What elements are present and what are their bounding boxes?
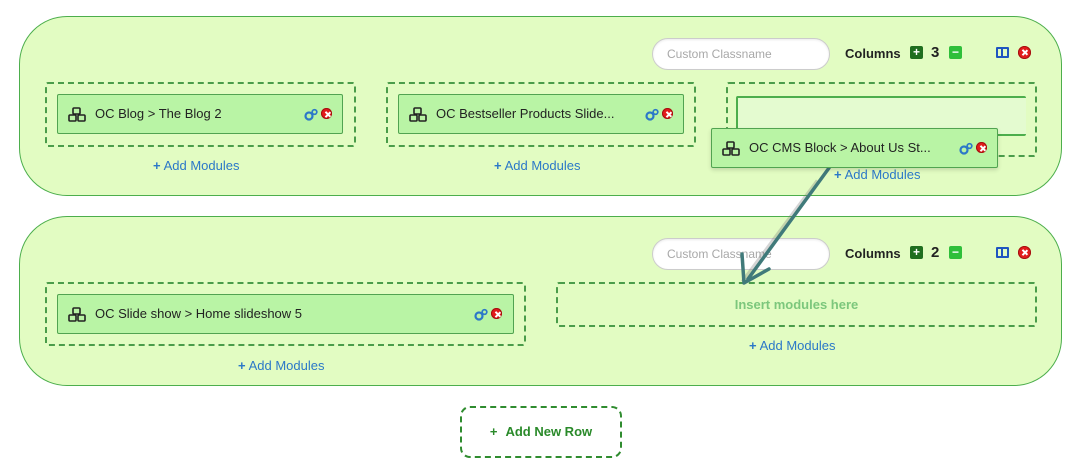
module-cubes-icon — [409, 107, 427, 122]
module-title: OC Slide show > Home slideshow 5 — [95, 306, 303, 321]
columns-label: Columns — [845, 246, 901, 261]
remove-module-icon[interactable] — [321, 108, 332, 119]
remove-module-icon[interactable] — [491, 308, 502, 319]
add-modules-label: Add Modules — [844, 167, 921, 182]
gear-icon[interactable] — [959, 142, 973, 156]
add-modules-label: Add Modules — [759, 338, 836, 353]
add-modules-label: Add Modules — [504, 158, 581, 173]
layout-icon[interactable] — [996, 247, 1009, 258]
insert-modules-label: Insert modules here — [734, 297, 859, 312]
dragging-module-item[interactable]: OC CMS Block > About Us St... — [711, 128, 998, 168]
add-modules-label: Add Modules — [163, 158, 240, 173]
module-item[interactable]: OC Blog > The Blog 2 — [57, 94, 343, 134]
add-new-row-button[interactable]: + Add New Row — [460, 406, 622, 458]
module-cubes-icon — [68, 307, 86, 322]
column-dropzone — [45, 82, 356, 147]
custom-classname-input-row-2[interactable] — [652, 238, 830, 270]
remove-module-icon[interactable] — [662, 108, 673, 119]
gear-icon[interactable] — [304, 108, 318, 122]
plus-icon: + — [153, 158, 161, 173]
plus-icon: + — [834, 167, 842, 182]
add-modules-link[interactable]: +Add Modules — [238, 358, 324, 373]
column-dropzone — [386, 82, 696, 147]
remove-row-icon[interactable] — [1018, 246, 1031, 259]
plus-icon: + — [494, 158, 502, 173]
plus-icon: + — [489, 424, 498, 439]
gear-icon[interactable] — [474, 308, 488, 322]
plus-icon: + — [749, 338, 757, 353]
module-cubes-icon — [722, 141, 740, 156]
insert-modules-zone[interactable]: Insert modules here — [556, 282, 1037, 327]
module-item[interactable]: OC Slide show > Home slideshow 5 — [57, 294, 514, 334]
remove-module-icon[interactable] — [976, 142, 987, 153]
module-item[interactable]: OC Bestseller Products Slide... — [398, 94, 684, 134]
add-modules-link[interactable]: +Add Modules — [749, 338, 835, 353]
add-modules-link[interactable]: +Add Modules — [834, 167, 920, 182]
column-dropzone — [45, 282, 526, 346]
remove-column-button[interactable]: − — [949, 246, 962, 259]
add-column-button[interactable]: + — [910, 246, 923, 259]
module-title: OC Blog > The Blog 2 — [95, 106, 222, 121]
module-title: OC Bestseller Products Slide... — [436, 106, 615, 121]
column-count: 2 — [931, 244, 940, 261]
remove-column-button[interactable]: − — [949, 46, 962, 59]
add-modules-label: Add Modules — [248, 358, 325, 373]
add-modules-link[interactable]: +Add Modules — [153, 158, 239, 173]
gear-icon[interactable] — [645, 108, 659, 122]
add-modules-link[interactable]: +Add Modules — [494, 158, 580, 173]
column-count: 3 — [931, 44, 940, 61]
add-new-row-label: Add New Row — [505, 424, 593, 439]
layout-icon[interactable] — [996, 47, 1009, 58]
module-title: OC CMS Block > About Us St... — [749, 140, 931, 155]
remove-row-icon[interactable] — [1018, 46, 1031, 59]
plus-icon: + — [238, 358, 246, 373]
columns-label: Columns — [845, 46, 901, 61]
add-column-button[interactable]: + — [910, 46, 923, 59]
custom-classname-input-row-1[interactable] — [652, 38, 830, 70]
module-cubes-icon — [68, 107, 86, 122]
